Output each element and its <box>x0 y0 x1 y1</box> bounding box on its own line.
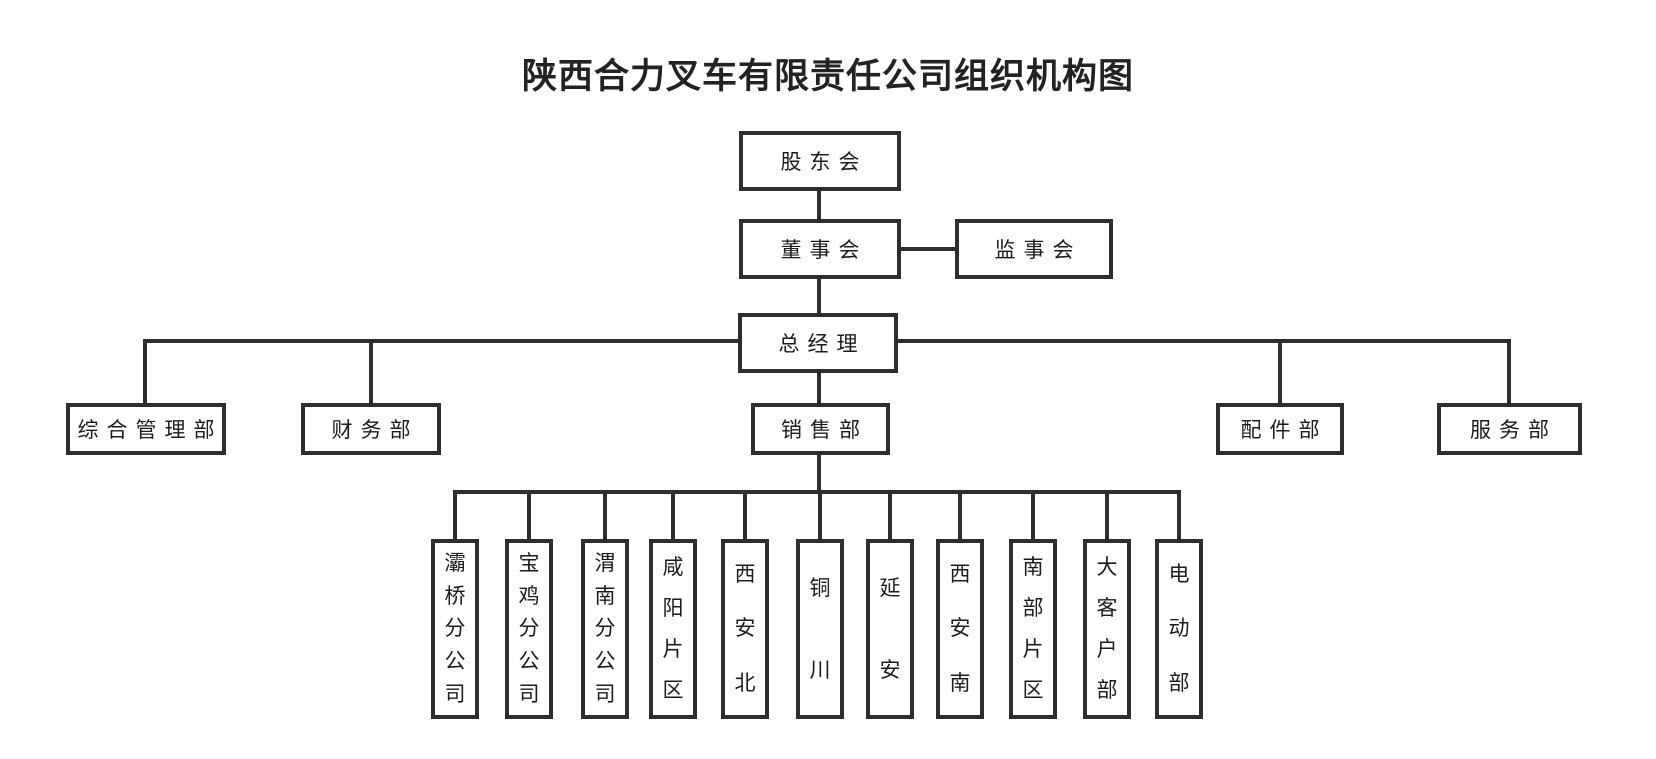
node-baoji-branch: 宝鸡分公司 <box>505 539 553 719</box>
node-label-char: 川 <box>809 657 831 682</box>
node-label-char: 公 <box>444 649 466 674</box>
connector-drop-xian-south <box>958 490 962 539</box>
connector-drop-parts <box>1278 339 1282 403</box>
connector-drop-key-accounts <box>1105 490 1109 539</box>
node-label-char: 部 <box>1022 596 1044 620</box>
node-label-char: 部 <box>1168 671 1190 696</box>
node-label: 配件部 <box>1240 418 1328 442</box>
connector-drop-sales <box>817 373 821 403</box>
node-yanan: 延安 <box>866 539 914 719</box>
node-general-manager: 总经理 <box>738 313 898 373</box>
connector-drop-general-management <box>143 339 147 403</box>
node-label-char: 客 <box>1096 596 1118 620</box>
node-label-char: 灞 <box>444 550 466 575</box>
node-label: 监事会 <box>994 238 1082 262</box>
connector-drop-tongchuan <box>818 490 822 539</box>
node-label-char: 区 <box>662 678 684 702</box>
node-label-char: 司 <box>518 682 540 707</box>
connector-drop-yanan <box>888 490 892 539</box>
node-label-char: 司 <box>444 682 466 707</box>
node-label-char: 南 <box>949 671 971 696</box>
connector-shareholders-board <box>817 190 821 220</box>
node-label-char: 分 <box>594 616 616 641</box>
node-label: 股东会 <box>780 150 868 174</box>
node-tongchuan: 铜川 <box>796 539 844 719</box>
node-label-char: 渭 <box>594 550 616 575</box>
connector-drop-south-area <box>1031 490 1035 539</box>
node-label-char: 部 <box>1096 678 1118 702</box>
node-label: 服务部 <box>1470 418 1557 442</box>
node-shareholders-meeting: 股东会 <box>739 131 901 191</box>
node-label-char: 宝 <box>518 550 540 575</box>
connector-drop-xianyang <box>671 490 675 539</box>
node-label-char: 安 <box>879 657 901 682</box>
node-electric-dept: 电动部 <box>1155 539 1203 719</box>
connector-drop-xian-north <box>743 490 747 539</box>
connector-drop-baqiao <box>453 490 457 539</box>
node-label: 总经理 <box>778 332 866 356</box>
node-label-char: 分 <box>444 616 466 641</box>
node-key-accounts: 大客户部 <box>1083 539 1131 719</box>
node-label-char: 公 <box>594 649 616 674</box>
node-label-char: 分 <box>518 616 540 641</box>
node-dept-general-management: 综合管理部 <box>66 403 226 455</box>
node-label-char: 桥 <box>444 583 466 608</box>
node-south-area: 南部片区 <box>1009 539 1057 719</box>
node-label-char: 片 <box>1022 637 1044 661</box>
connector-drop-service <box>1507 339 1511 403</box>
node-label: 财务部 <box>331 418 419 442</box>
connector-drop-finance <box>369 339 373 403</box>
node-label-char: 鸡 <box>518 583 540 608</box>
node-label-char: 公 <box>518 649 540 674</box>
node-label-char: 南 <box>1022 555 1044 579</box>
node-label-char: 动 <box>1168 616 1190 641</box>
connector-sales-children-bus <box>453 490 1181 494</box>
node-label: 销售部 <box>781 418 868 442</box>
connector-drop-baoji <box>527 490 531 539</box>
node-dept-parts: 配件部 <box>1216 403 1344 455</box>
node-label-char: 西 <box>949 561 971 586</box>
node-dept-service: 服务部 <box>1437 403 1582 455</box>
node-label-char: 安 <box>949 616 971 641</box>
node-label-char: 区 <box>1022 678 1044 702</box>
node-label-char: 北 <box>734 671 756 696</box>
node-label-char: 延 <box>879 575 901 600</box>
node-xian-south: 西安南 <box>936 539 984 719</box>
node-weinan-branch: 渭南分公司 <box>581 539 629 719</box>
node-label-char: 户 <box>1096 637 1118 661</box>
connector-sales-distributor <box>817 455 821 494</box>
connector-board-gm <box>817 278 821 313</box>
node-label-char: 司 <box>594 682 616 707</box>
connector-board-supervisory <box>898 247 955 251</box>
connector-drop-electric <box>1177 490 1181 539</box>
node-xian-north: 西安北 <box>721 539 769 719</box>
node-board-of-directors: 董事会 <box>739 219 901 279</box>
node-label-char: 西 <box>734 561 756 586</box>
node-dept-sales: 销售部 <box>751 403 890 455</box>
node-label-char: 电 <box>1168 561 1190 586</box>
node-label: 董事会 <box>780 238 868 262</box>
node-baqiao-branch: 灞桥分公司 <box>431 539 479 719</box>
node-dept-finance: 财务部 <box>301 403 441 455</box>
page-title: 陕西合力叉车有限责任公司组织机构图 <box>521 57 1134 96</box>
node-xianyang-area: 咸阳片区 <box>649 539 697 719</box>
connector-drop-weinan <box>603 490 607 539</box>
node-label: 综合管理部 <box>77 418 223 442</box>
node-label-char: 南 <box>594 583 616 608</box>
node-label-char: 阳 <box>662 596 684 620</box>
node-supervisory-board: 监事会 <box>955 219 1113 279</box>
node-label-char: 大 <box>1096 555 1118 579</box>
node-label-char: 片 <box>662 637 684 661</box>
node-label-char: 安 <box>734 616 756 641</box>
node-label-char: 铜 <box>809 575 831 600</box>
node-label-char: 咸 <box>662 555 684 579</box>
